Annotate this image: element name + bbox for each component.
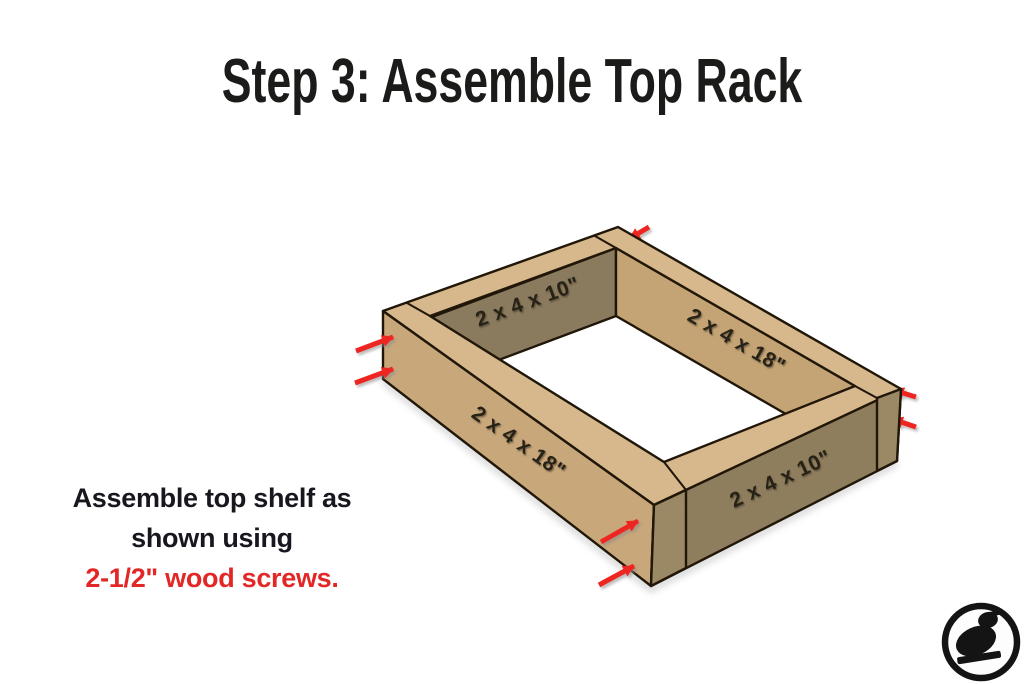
screw-arrow (355, 334, 395, 354)
brand-logo (941, 602, 1021, 682)
screw-arrow (597, 563, 636, 588)
screw-arrow (599, 518, 640, 545)
screw-arrow (354, 366, 395, 386)
step-title: Step 3: Assemble Top Rack (221, 47, 803, 116)
instruction-text: Assemble top shelf as shown using 2-1/2"… (62, 478, 362, 598)
instruction-line-3: 2-1/2" wood screws. (85, 563, 339, 593)
screw-arrows (354, 334, 640, 588)
joint-lines (405, 234, 879, 492)
rail-end-grain-left (649, 488, 688, 588)
instruction-line-1: Assemble top shelf as (72, 483, 352, 513)
frame-shadow (380, 378, 899, 593)
instruction-line-2: shown using (131, 523, 293, 553)
woodworker-icon (955, 609, 1003, 665)
top-rack-frame: 2 x 4 x 10" 2 x 4 x 18" 2 x 4 x 18" 2 x … (381, 225, 903, 588)
rail-end-grain-right (875, 387, 903, 473)
